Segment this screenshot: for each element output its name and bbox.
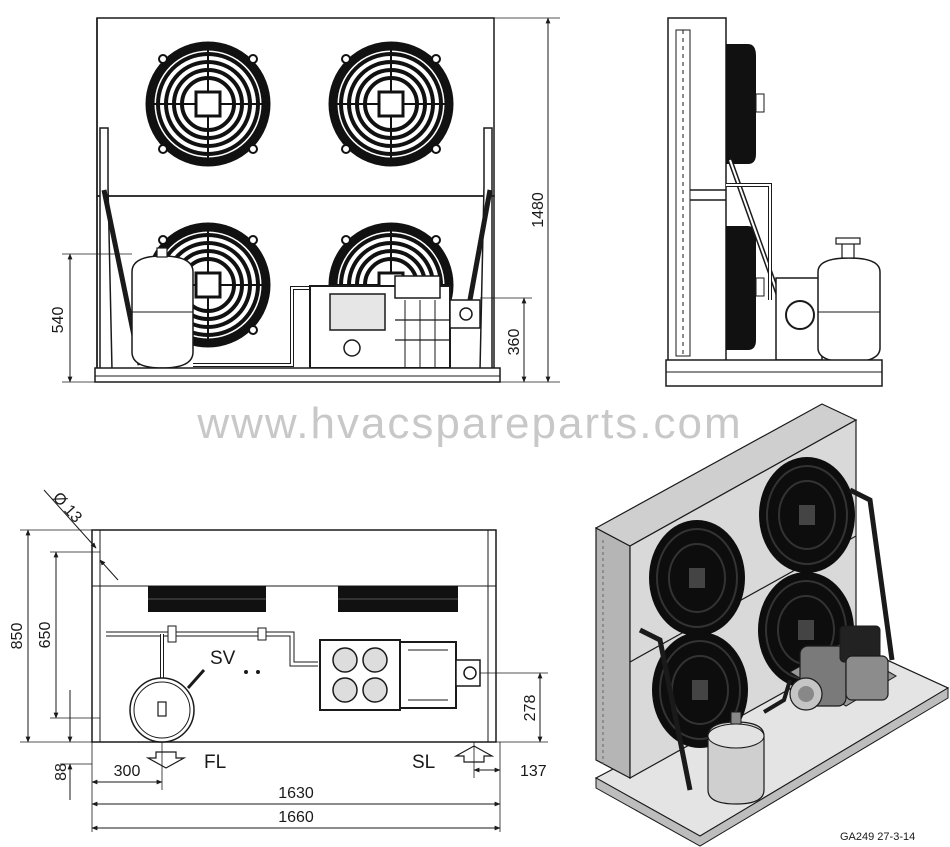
dim-total-height: 1480 [530, 192, 547, 228]
dim-inner-length: 1630 [278, 785, 314, 802]
side-view [665, 17, 883, 387]
compressor [309, 275, 481, 369]
dim-edge-offset: 88 [53, 763, 70, 781]
dim-receiver-height: 540 [50, 307, 67, 334]
compressor-top [319, 639, 481, 711]
iso-compressor [789, 625, 897, 711]
top-view: SV FL SL Ø 13 850 650 88 300 1630 [9, 489, 548, 832]
dim-connection-height: 360 [506, 329, 523, 356]
dim-sl-offset: 137 [520, 763, 547, 780]
label-fl: FL [204, 752, 226, 773]
label-sl: SL [412, 752, 435, 773]
label-sv: SV [210, 648, 236, 669]
iso-fan-upper-right-icon [758, 456, 856, 574]
fl-arrow-icon [145, 751, 187, 769]
dim-depth: 850 [9, 623, 26, 650]
front-view: 1480 540 360 [50, 17, 560, 383]
fan-upper-right-icon [333, 46, 449, 162]
drawing-reference: GA249 27-3-14 [840, 831, 915, 843]
iso-receiver [707, 711, 765, 805]
dim-fl-offset: 300 [114, 763, 141, 780]
watermark: www.hvacspareparts.com [196, 399, 742, 448]
dim-hole: Ø 13 [49, 489, 85, 526]
dim-sl-height: 278 [522, 695, 539, 722]
dim-frame-depth: 650 [37, 622, 54, 649]
fan-upper-left-icon [150, 46, 266, 162]
receiver-side [817, 237, 881, 363]
liquid-receiver [131, 247, 194, 369]
isometric-view [594, 403, 950, 847]
iso-fan-upper-left-icon [648, 519, 746, 637]
dim-total-length: 1660 [278, 809, 314, 826]
